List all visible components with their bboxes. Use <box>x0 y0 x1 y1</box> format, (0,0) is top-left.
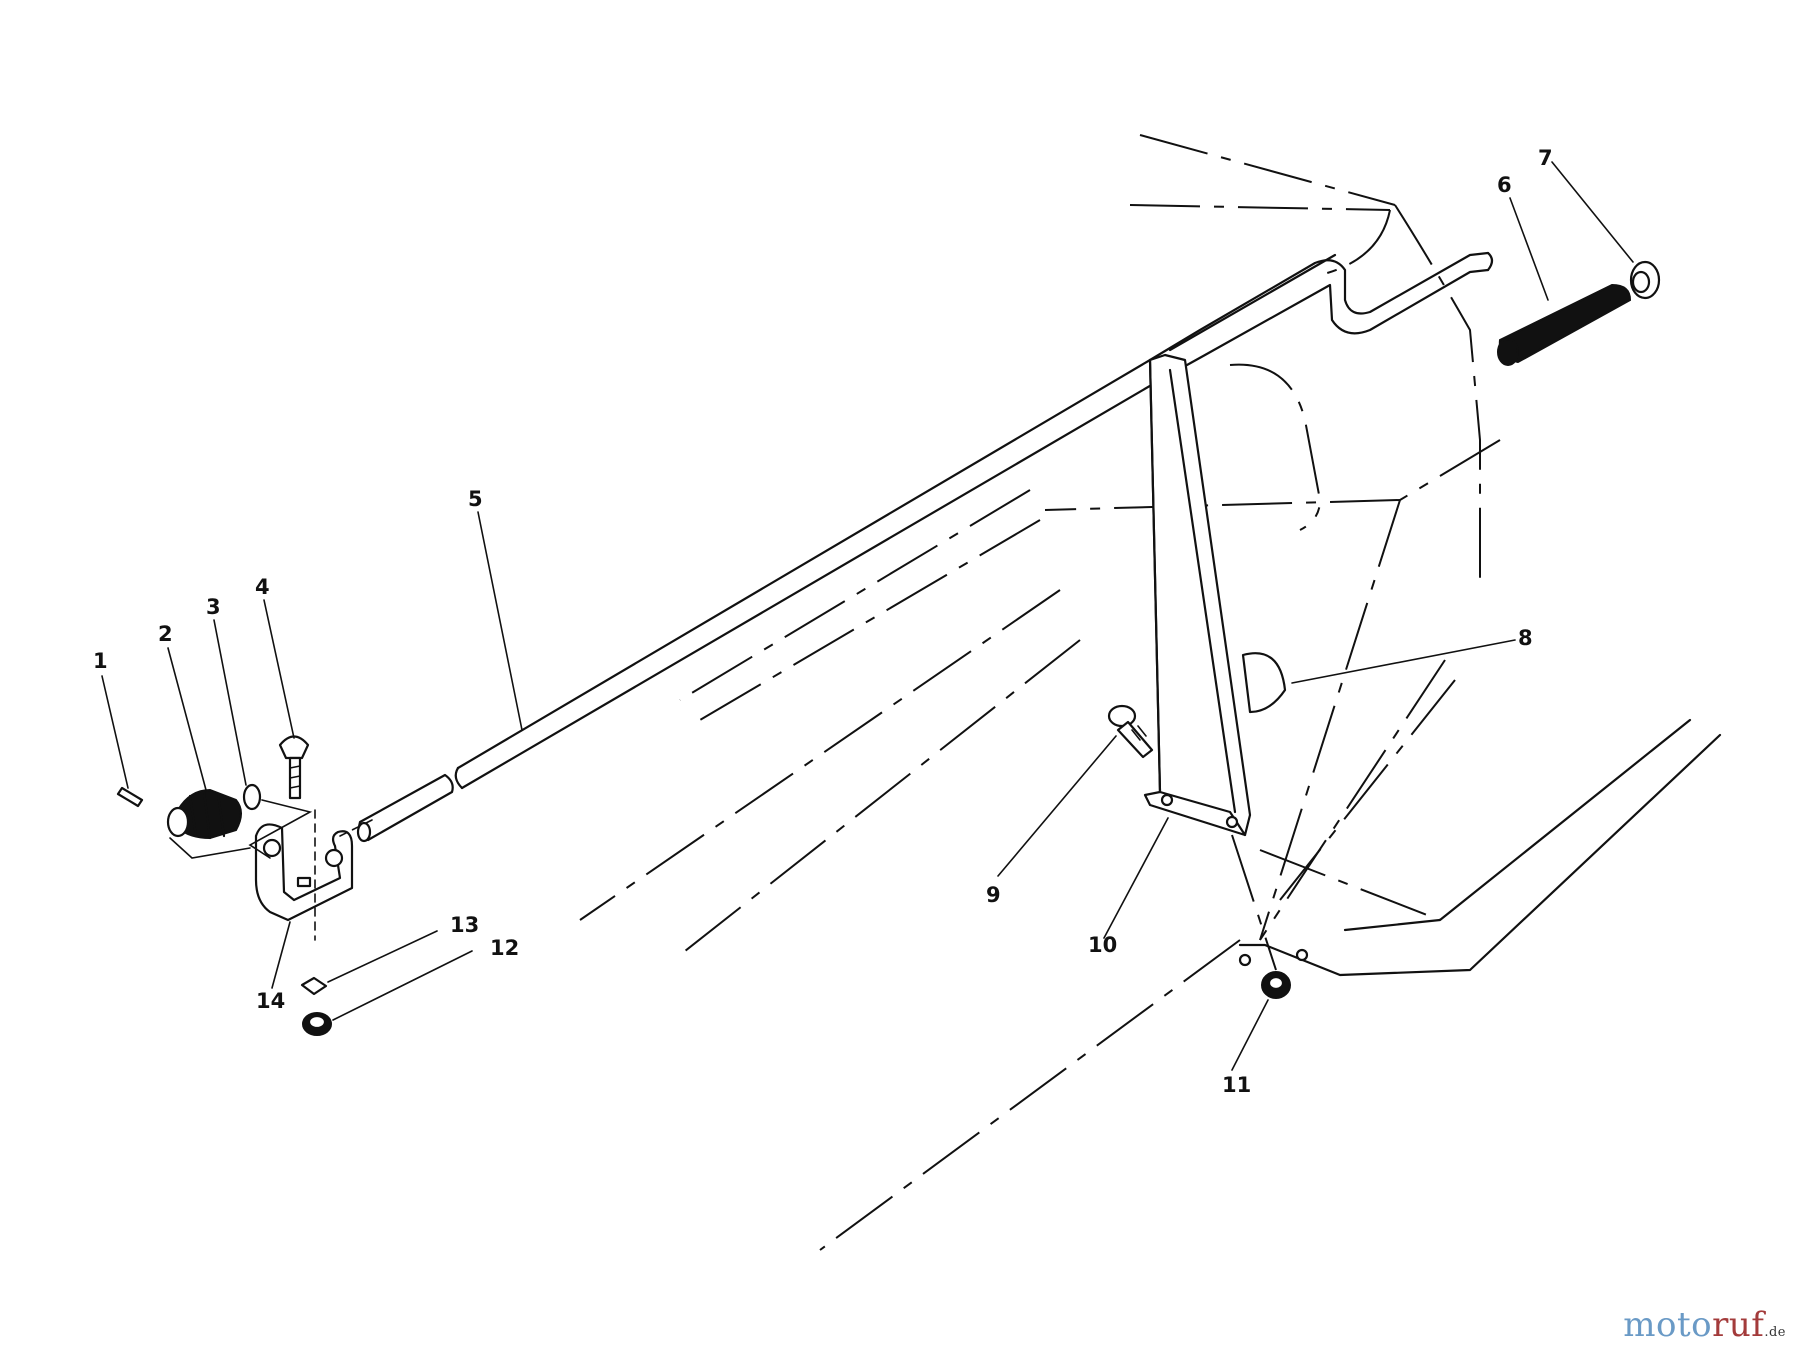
washer <box>242 783 262 811</box>
spring <box>166 788 242 840</box>
u-bracket <box>254 823 354 922</box>
decal <box>1241 652 1287 714</box>
lock-washer <box>300 976 328 996</box>
handle-rod <box>356 251 1494 843</box>
callout-8: 8 <box>1518 626 1533 650</box>
callout-4: 4 <box>255 575 270 599</box>
callout-5: 5 <box>468 487 483 511</box>
watermark-logo: motoruf.de <box>1623 1305 1786 1345</box>
mower-body-outline <box>579 134 1722 1251</box>
carriage-bolt <box>278 735 310 800</box>
bolt-right <box>1107 704 1154 759</box>
callout-7: 7 <box>1538 146 1553 170</box>
callout-13: 13 <box>450 913 479 937</box>
watermark-tld: .de <box>1764 1325 1786 1340</box>
leader-lines <box>101 161 1634 1071</box>
end-cap <box>1629 260 1661 300</box>
callout-1: 1 <box>93 649 108 673</box>
callout-numbers: 1 2 3 4 5 6 7 8 9 10 11 12 13 14 <box>93 146 1553 1097</box>
handle-grip <box>1497 283 1632 366</box>
support-bracket <box>1143 353 1252 837</box>
callout-3: 3 <box>206 595 221 619</box>
callout-14: 14 <box>256 989 285 1013</box>
callout-9: 9 <box>986 883 1001 907</box>
watermark-main: moto <box>1623 1305 1713 1345</box>
callout-11: 11 <box>1222 1073 1251 1097</box>
cotter-pin <box>116 786 144 808</box>
nut-left <box>302 1012 332 1036</box>
assembly-lines-left <box>169 799 373 941</box>
callout-12: 12 <box>490 936 519 960</box>
watermark-accent: ruf <box>1712 1305 1765 1345</box>
callout-2: 2 <box>158 622 173 646</box>
callout-6: 6 <box>1497 173 1512 197</box>
nut-right <box>1231 834 1309 999</box>
callout-10: 10 <box>1088 933 1117 957</box>
